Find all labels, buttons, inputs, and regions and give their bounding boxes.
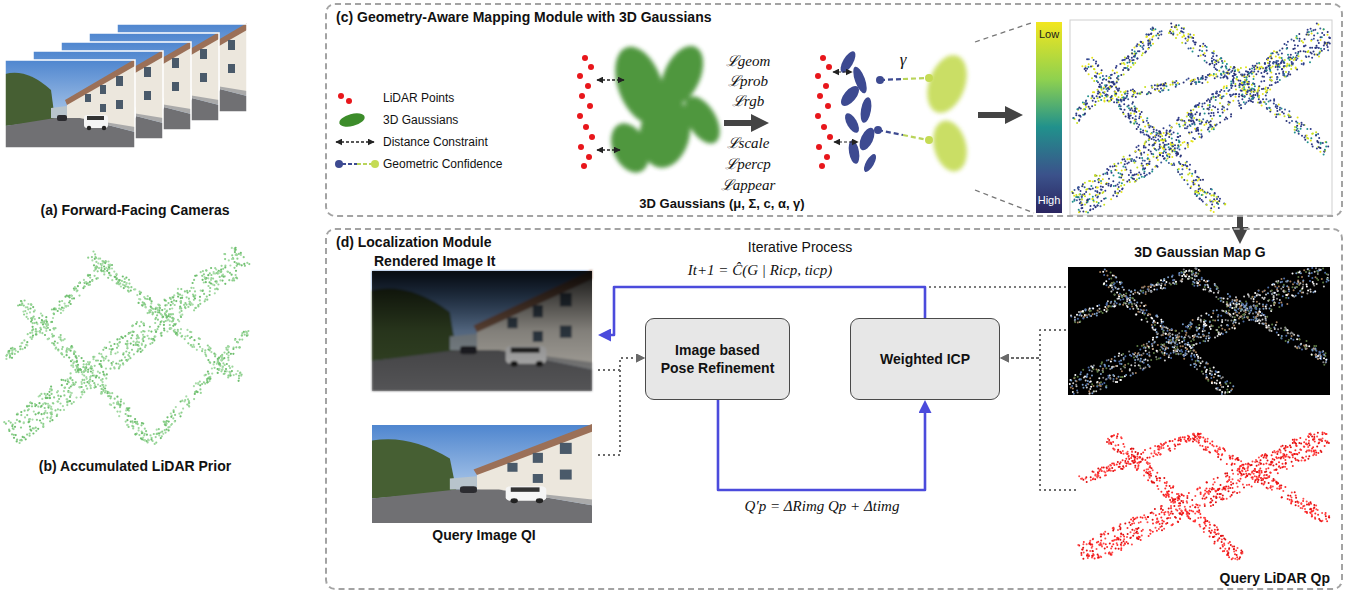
figure-canvas: (c) Geometry-Aware Mapping Module with 3… <box>0 0 1348 595</box>
